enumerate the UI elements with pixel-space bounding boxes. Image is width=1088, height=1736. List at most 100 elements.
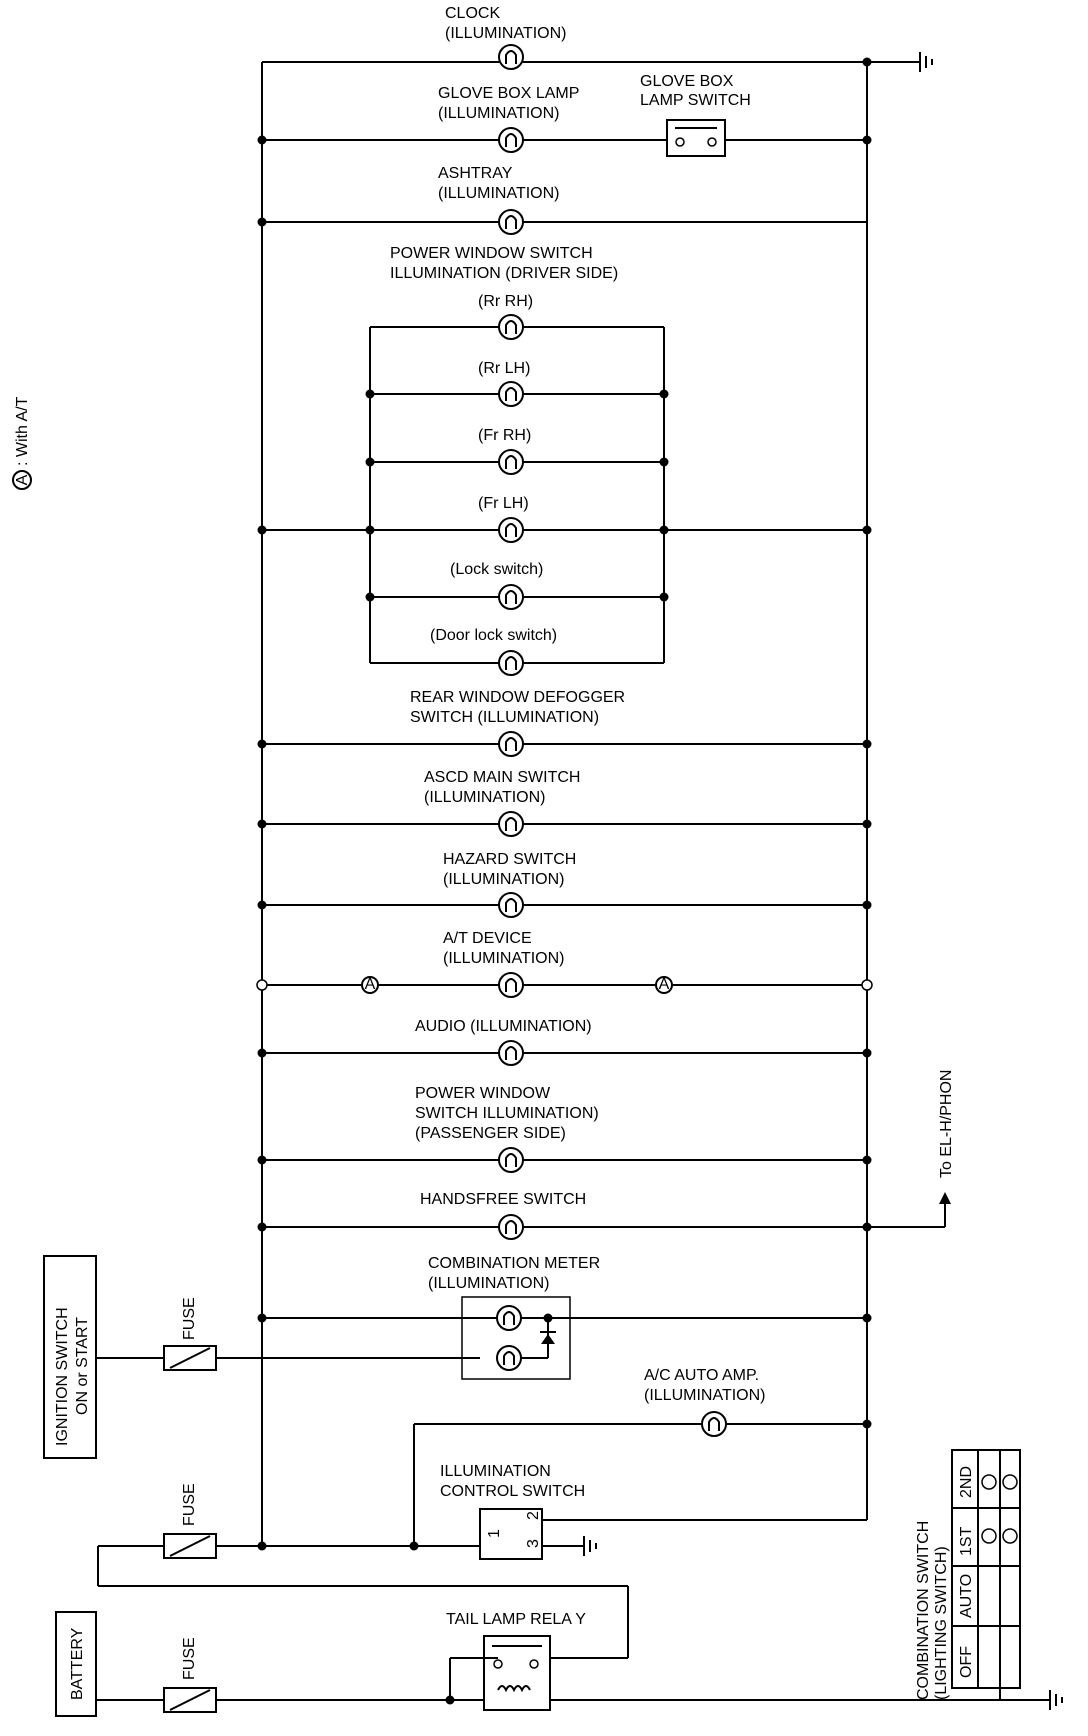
rear-defogger-lamp xyxy=(498,731,524,757)
junction-dot xyxy=(862,900,872,910)
glove-box-switch-label: GLOVE BOX xyxy=(640,73,734,90)
switch-pos-off: OFF xyxy=(958,1646,975,1678)
legend-a-symbol xyxy=(12,470,32,490)
combination-meter-lamp-2 xyxy=(496,1345,522,1371)
fr-rh-lamp xyxy=(498,449,524,475)
legend-symbol-text: A xyxy=(14,474,31,485)
junction-dot xyxy=(862,1419,872,1429)
ac-auto-amp-row: A/C AUTO AMP. (ILLUMINATION) xyxy=(413,1367,867,1546)
junction-dot xyxy=(862,1048,872,1058)
lock-switch-label: (Lock switch) xyxy=(450,561,543,578)
illumination-control-switch: ILLUMINATION CONTROL SWITCH 1 2 3 xyxy=(440,1463,868,1560)
ashtray-sublabel: (ILLUMINATION) xyxy=(438,185,559,202)
ac-auto-amp-lamp xyxy=(701,1411,727,1437)
junction-dot xyxy=(256,979,268,991)
at-device-label: A/T DEVICE xyxy=(443,930,532,947)
fr-lh-lamp xyxy=(498,517,524,543)
junction-dot xyxy=(659,389,669,399)
junction-dot xyxy=(365,389,375,399)
glove-box-switch-sublabel: LAMP SWITCH xyxy=(640,92,751,109)
rr-rh-lamp xyxy=(498,314,524,340)
switch-pos-2nd: 2ND xyxy=(958,1466,975,1498)
ignition-switch: IGNITION SWITCH ON or START xyxy=(43,1255,164,1459)
ignition-switch-label: IGNITION SWITCH xyxy=(54,1307,71,1446)
at-device-sublabel: (ILLUMINATION) xyxy=(443,950,564,967)
fuse-tail-label: FUSE xyxy=(181,1483,198,1526)
fuse-tail: FUSE xyxy=(163,1483,217,1559)
junction-dot xyxy=(659,525,669,535)
junction-dot xyxy=(257,819,267,829)
junction-dot xyxy=(257,525,267,535)
junction-dot xyxy=(862,525,872,535)
rear-defogger-sublabel: SWITCH (ILLUMINATION) xyxy=(410,709,599,726)
junction-dot xyxy=(862,739,872,749)
junction-dot xyxy=(365,592,375,602)
pw-driver-sublabel: ILLUMINATION (DRIVER SIDE) xyxy=(390,265,618,282)
clock-lamp xyxy=(498,44,524,70)
junction-dot xyxy=(659,592,669,602)
pw-passenger-lamp xyxy=(498,1147,524,1173)
junction-dot xyxy=(862,1222,872,1232)
ac-auto-amp-label: A/C AUTO AMP. xyxy=(644,1367,759,1384)
legend-text: : With A/T xyxy=(14,396,31,466)
illumination-control-label: ILLUMINATION xyxy=(440,1463,551,1480)
ic-pin-1: 1 xyxy=(486,1529,503,1538)
hazard-lamp xyxy=(498,892,524,918)
junction-dot xyxy=(862,135,872,145)
handsfree-label: HANDSFREE SWITCH xyxy=(420,1191,586,1208)
ashtray-lamp xyxy=(498,209,524,235)
junction-dot xyxy=(257,900,267,910)
junction-dot xyxy=(445,1695,455,1705)
ic-pin-3: 3 xyxy=(525,1539,542,1548)
junction-dot xyxy=(409,1541,419,1551)
fr-rh-label: (Fr RH) xyxy=(478,427,531,444)
junction-dot xyxy=(365,457,375,467)
door-lock-switch-lamp xyxy=(498,650,524,676)
junction-dot xyxy=(257,1541,267,1551)
hazard-label: HAZARD SWITCH xyxy=(443,851,576,868)
combination-switch-sublabel: (LIGHTING SWITCH) xyxy=(933,1546,950,1700)
audio-lamp xyxy=(498,1040,524,1066)
battery: BATTERY xyxy=(55,1611,164,1717)
glove-box-lamp-sublabel: (ILLUMINATION) xyxy=(438,105,559,122)
pw-passenger-sublabel: SWITCH ILLUMINATION) xyxy=(415,1105,599,1122)
junction-dot xyxy=(257,135,267,145)
battery-label: BATTERY xyxy=(69,1627,86,1700)
ashtray-label: ASHTRAY xyxy=(438,165,513,182)
junction-dot xyxy=(861,979,873,991)
pw-passenger-label: POWER WINDOW xyxy=(415,1085,551,1102)
pw-driver-label: POWER WINDOW SWITCH xyxy=(390,245,593,262)
junction-dot xyxy=(862,57,872,67)
fuse-battery: FUSE xyxy=(163,1637,217,1713)
fuse-battery-label: FUSE xyxy=(181,1637,198,1680)
pw-passenger-sublabel2: (PASSENGER SIDE) xyxy=(415,1125,566,1142)
rr-lh-label: (Rr LH) xyxy=(478,360,530,377)
fuse-ignition: FUSE xyxy=(163,1297,217,1371)
at-marker: A xyxy=(655,976,673,994)
junction-dot xyxy=(257,1313,267,1323)
rear-defogger-label: REAR WINDOW DEFOGGER xyxy=(410,689,625,706)
tail-lamp-relay: TAIL LAMP RELA Y xyxy=(216,1611,1000,1711)
junction-dot xyxy=(257,739,267,749)
junction-dot xyxy=(365,525,375,535)
switch-pos-auto: AUTO xyxy=(958,1574,975,1618)
to-el-label: To EL-H/PHON xyxy=(938,1070,955,1178)
ascd-label: ASCD MAIN SWITCH xyxy=(424,769,580,786)
lamps xyxy=(496,44,727,1437)
ascd-sublabel: (ILLUMINATION) xyxy=(424,789,545,806)
hazard-sublabel: (ILLUMINATION) xyxy=(443,871,564,888)
rr-lh-lamp xyxy=(498,381,524,407)
junctions xyxy=(256,57,873,1705)
glove-box-lamp-label: GLOVE BOX LAMP xyxy=(438,85,579,102)
legend: A : With A/T xyxy=(12,396,32,490)
to-el-arrow xyxy=(939,1192,951,1204)
junction-dot xyxy=(257,217,267,227)
ground-symbol xyxy=(867,52,933,72)
ac-auto-amp-sublabel: (ILLUMINATION) xyxy=(644,1387,765,1404)
junction-dot xyxy=(659,457,669,467)
rr-rh-label: (Rr RH) xyxy=(478,293,533,310)
junction-dot xyxy=(257,1222,267,1232)
switch-pos-1st: 1ST xyxy=(958,1526,975,1556)
lock-switch-lamp xyxy=(498,584,524,610)
